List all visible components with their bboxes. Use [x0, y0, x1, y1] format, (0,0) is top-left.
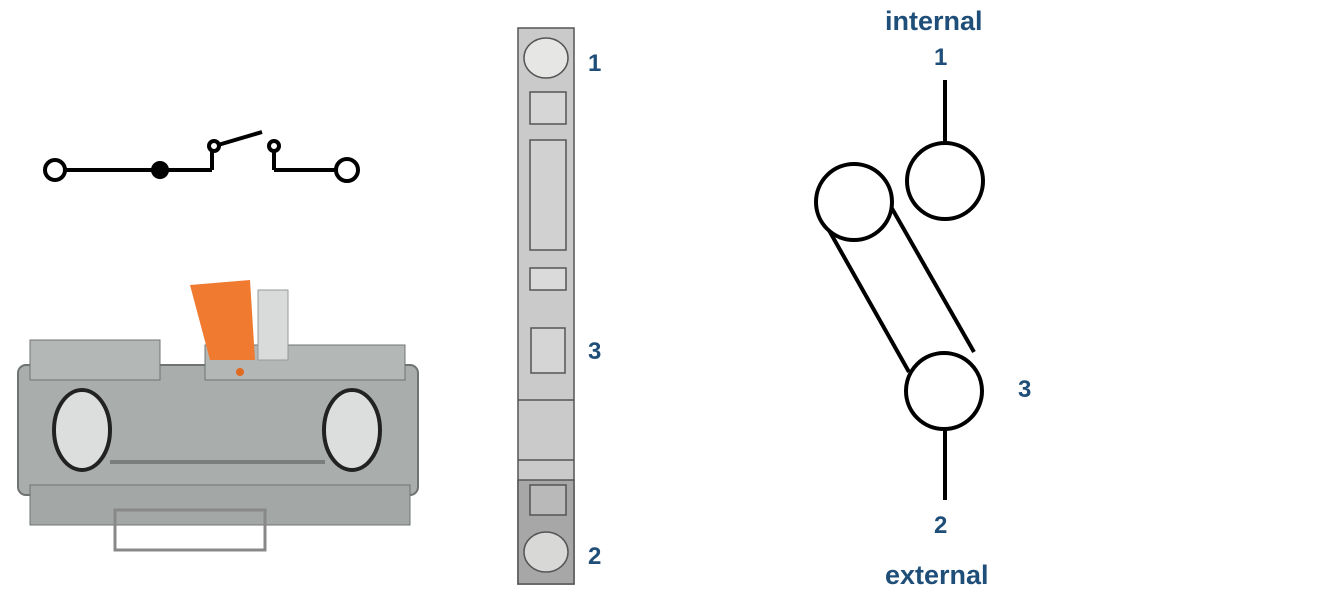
terminal-block-side-view: [17, 280, 419, 552]
terminal-label-3: 3: [588, 338, 602, 365]
fuse-schematic: [814, 80, 985, 500]
switch-symbol: [43, 130, 360, 183]
terminal-block-top-view: [517, 27, 575, 585]
schematic-label-3: 3: [1018, 376, 1032, 403]
terminal-label-2: 2: [588, 543, 602, 570]
schematic-label-2: 2: [934, 512, 948, 539]
terminal-label-1: 1: [588, 50, 602, 77]
schematic-label-1: 1: [934, 44, 948, 71]
external-label: external: [885, 560, 989, 590]
internal-label: internal: [885, 6, 983, 36]
